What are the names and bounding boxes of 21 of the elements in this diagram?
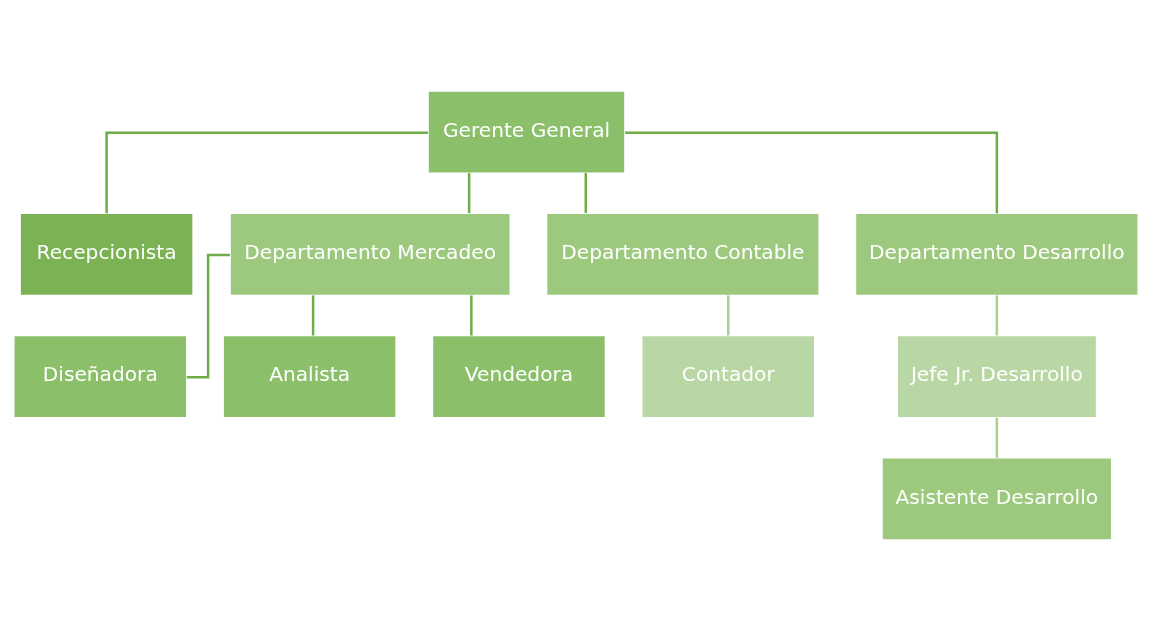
node-box: Jefe Jr. Desarrollo — [896, 334, 1098, 418]
connector — [625, 130, 999, 213]
connector — [470, 294, 473, 335]
node-box: Analista — [222, 334, 397, 418]
node-box: Departamento Desarrollo — [855, 212, 1139, 296]
node-box: Diseñadora — [13, 334, 188, 418]
connector — [584, 172, 588, 213]
node-box: Asistente Desarrollo — [881, 456, 1113, 541]
node-box: Departamento Contable — [546, 212, 820, 296]
connector — [311, 294, 315, 335]
connector — [467, 172, 471, 213]
node-box: Vendedora — [431, 334, 606, 418]
connector — [995, 294, 999, 335]
node-box: Gerente General — [427, 89, 626, 174]
node-box: Contador — [641, 334, 816, 418]
connector — [727, 294, 730, 335]
connector — [105, 130, 429, 213]
node-box: Recepcionista — [19, 212, 194, 296]
node-box: Departamento Mercadeo — [229, 212, 511, 296]
connector — [186, 253, 230, 379]
connector — [995, 417, 999, 458]
